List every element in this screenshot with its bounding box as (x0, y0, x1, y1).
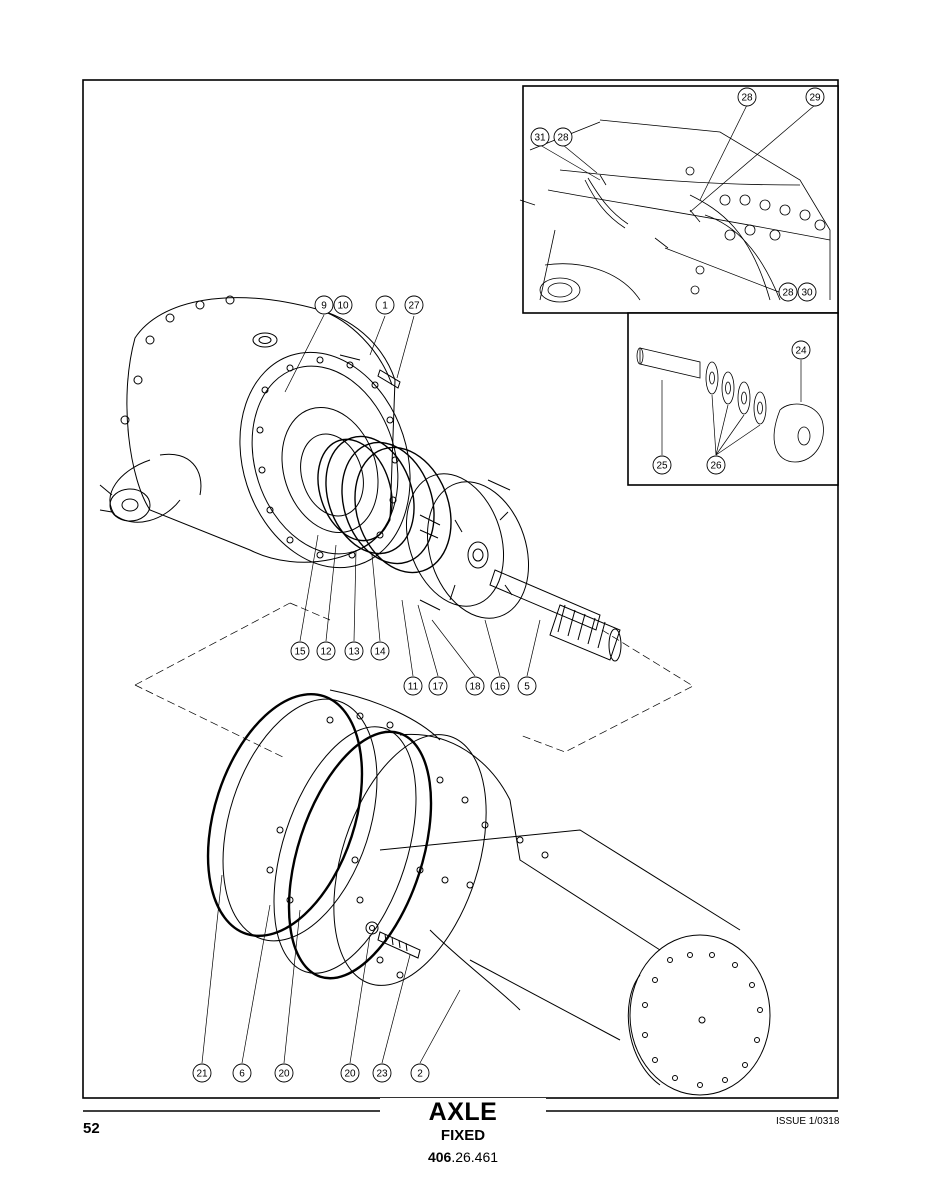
svg-text:6: 6 (239, 1069, 245, 1080)
issue-label: ISSUE 1/0318 (776, 1116, 840, 1127)
callout-5: 5 (517, 676, 537, 696)
svg-text:27: 27 (408, 301, 420, 312)
inset-top-leaders (539, 104, 816, 293)
callout-18: 18 (465, 676, 485, 696)
page-subtitle: FIXED (440, 1127, 486, 1144)
svg-text:14: 14 (374, 647, 386, 658)
callout-24: 24 (791, 340, 811, 360)
callout-17: 17 (428, 676, 448, 696)
svg-text:23: 23 (376, 1069, 388, 1080)
part-number: 406.26.461 (380, 1149, 546, 1165)
inset-bottom-leaders (661, 360, 802, 456)
inset-top-illustration (519, 119, 831, 303)
callout-13: 13 (344, 641, 364, 661)
callout-14: 14 (370, 641, 390, 661)
callout-21: 21 (192, 1063, 212, 1083)
svg-text:20: 20 (278, 1069, 290, 1080)
svg-text:5: 5 (524, 682, 530, 693)
callout-28-top: 28 (737, 87, 757, 107)
callout-15: 15 (290, 641, 310, 661)
callout-20-right: 20 (340, 1063, 360, 1083)
svg-text:9: 9 (321, 301, 327, 312)
planet-carrier (405, 473, 530, 619)
svg-text:2: 2 (417, 1069, 423, 1080)
svg-text:25: 25 (656, 461, 668, 472)
svg-text:30: 30 (801, 288, 813, 299)
svg-text:26: 26 (710, 461, 722, 472)
callout-26: 26 (706, 455, 726, 475)
inset-bottom-illustration (636, 347, 824, 463)
svg-text:28: 28 (782, 288, 794, 299)
dashed-reference-lines (134, 602, 694, 759)
callout-30: 30 (797, 282, 817, 302)
callout-20-left: 20 (274, 1063, 294, 1083)
callout-6: 6 (232, 1063, 252, 1083)
svg-text:11: 11 (408, 682, 419, 693)
differential-housing (99, 295, 411, 569)
svg-text:13: 13 (348, 647, 360, 658)
svg-text:20: 20 (344, 1069, 356, 1080)
callout-28-bottom: 28 (778, 282, 798, 302)
svg-text:18: 18 (469, 682, 481, 693)
svg-text:16: 16 (494, 682, 506, 693)
callout-1: 1 (375, 295, 395, 315)
svg-text:28: 28 (741, 93, 753, 104)
callout-12: 12 (316, 641, 336, 661)
page-title: AXLE (380, 1098, 546, 1126)
callout-group: 9 10 1 27 15 12 13 14 11 17 18 16 5 21 6… (192, 87, 825, 1083)
callout-29: 29 (805, 87, 825, 107)
svg-text:12: 12 (320, 647, 332, 658)
svg-text:17: 17 (432, 682, 444, 693)
callout-11: 11 (403, 676, 423, 696)
svg-text:15: 15 (294, 647, 306, 658)
svg-text:21: 21 (196, 1069, 208, 1080)
callout-27: 27 (404, 295, 424, 315)
callout-23: 23 (372, 1063, 392, 1083)
axle-housing (206, 689, 771, 1096)
svg-text:10: 10 (337, 301, 349, 312)
pinion-shaft (489, 569, 622, 662)
svg-text:1: 1 (382, 301, 388, 312)
main-leaders (201, 314, 541, 1064)
callout-2: 2 (410, 1063, 430, 1083)
page-number: 52 (83, 1120, 100, 1137)
callout-28-left: 28 (553, 127, 573, 147)
svg-text:29: 29 (809, 93, 821, 104)
part-number-prefix: 406 (427, 1149, 452, 1165)
inset-top-frame (522, 85, 839, 314)
callout-10: 10 (333, 295, 353, 315)
svg-text:24: 24 (795, 346, 807, 357)
part-number-suffix: .26.461 (451, 1149, 499, 1165)
callout-25: 25 (652, 455, 672, 475)
callout-31: 31 (530, 127, 550, 147)
seal-rings (317, 435, 452, 574)
callout-9: 9 (314, 295, 334, 315)
svg-text:31: 31 (534, 133, 546, 144)
svg-text:28: 28 (557, 133, 569, 144)
callout-16: 16 (490, 676, 510, 696)
